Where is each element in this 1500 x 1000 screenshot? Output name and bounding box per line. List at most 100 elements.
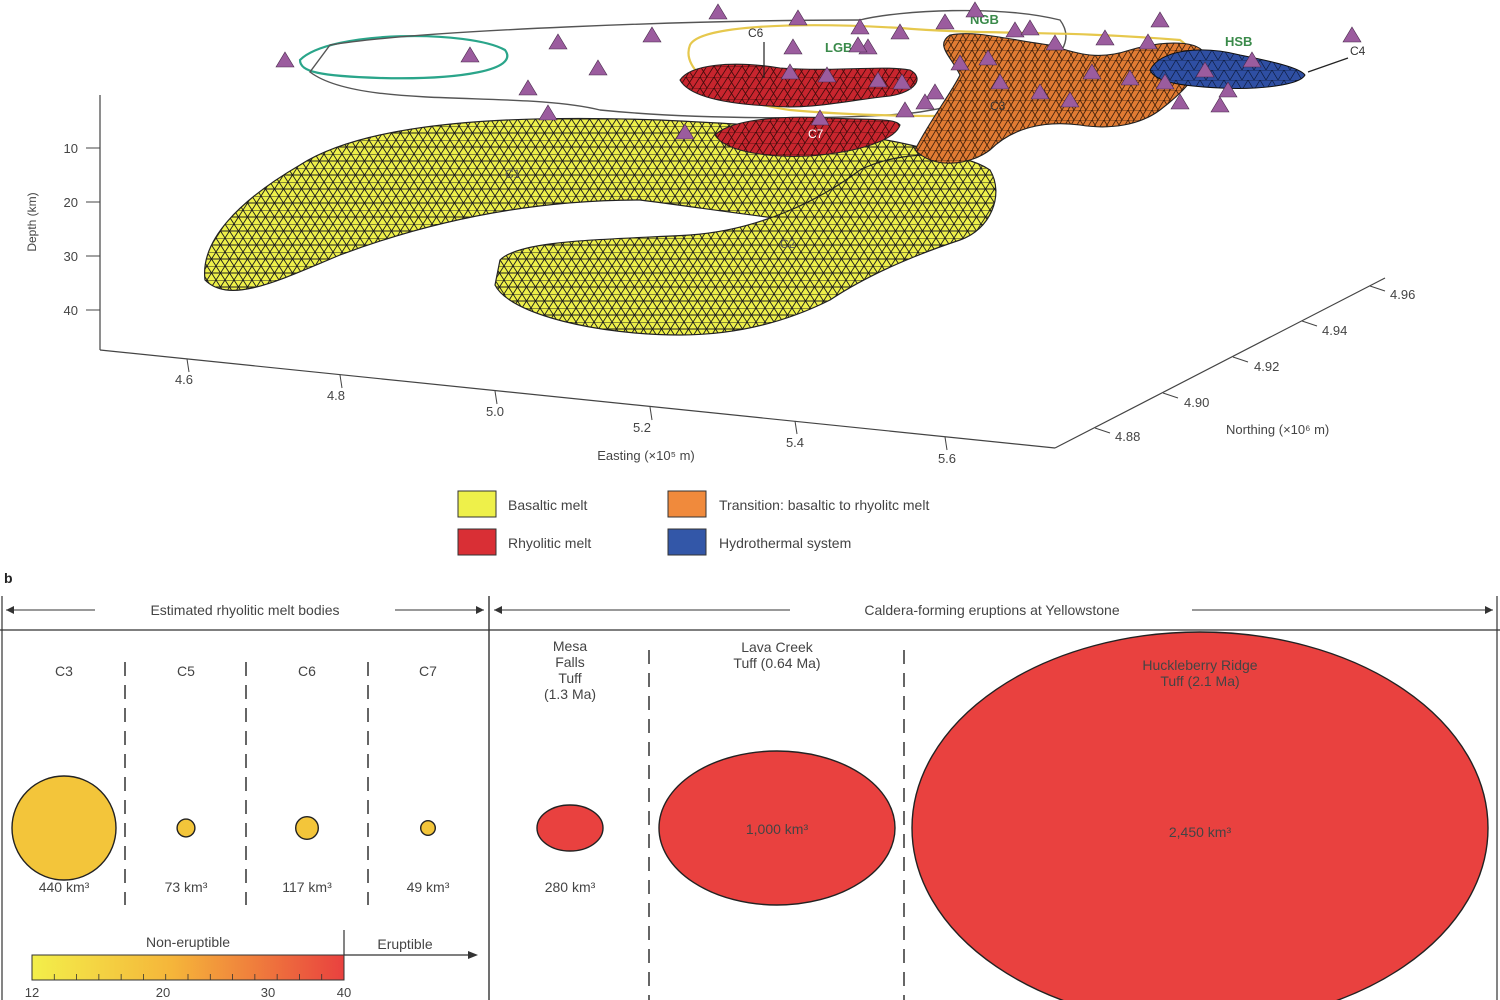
eruption-title-line: Falls <box>555 654 585 670</box>
melt-body-name: C3 <box>55 663 73 679</box>
easting-tick: 5.6 <box>938 451 956 466</box>
panel-a-3d-model: C1 C2 C3 C4 C6 C7 NGB LGB HSB 10 20 30 4… <box>25 1 1415 556</box>
seismic-station-icon <box>1060 91 1080 108</box>
depth-tick: 10 <box>64 141 78 156</box>
c6-label: C6 <box>748 26 764 40</box>
legend-label-basaltic: Basaltic melt <box>508 497 587 513</box>
seismic-station-icon <box>925 83 945 100</box>
eruption-title-line: Huckleberry Ridge <box>1142 657 1257 673</box>
eruption-circle <box>536 804 604 852</box>
northing-axis: 4.88 4.90 4.92 4.94 4.96 Northing (×10⁶ … <box>1054 277 1415 449</box>
melt-body-volume: 73 km³ <box>165 879 208 895</box>
seismic-station-icon <box>1030 83 1050 100</box>
eruption-circle <box>911 631 1489 1000</box>
c4-pointer <box>1307 57 1349 73</box>
easting-tick: 4.8 <box>327 388 345 403</box>
seismic-station-icon <box>990 73 1010 90</box>
seismic-station-icon <box>1120 69 1140 86</box>
seismic-station-icon <box>817 66 837 83</box>
seismic-station-icon <box>1045 34 1065 51</box>
easting-tick: 5.2 <box>633 420 651 435</box>
c7-rhyolitic-body <box>714 116 901 157</box>
northing-tick: 4.90 <box>1184 395 1209 410</box>
melt-body-circle <box>420 820 437 837</box>
easting-axis: 4.6 4.8 5.0 5.2 5.4 5.6 Easting (×10⁵ m) <box>99 349 1056 466</box>
seismic-station-icon <box>1170 93 1190 110</box>
legend-label-hydrothermal: Hydrothermal system <box>719 535 851 551</box>
melt-body-name: C5 <box>177 663 195 679</box>
colorbar-tick: 40 <box>337 985 351 1000</box>
seismic-station-icon <box>1138 33 1158 50</box>
seismic-station-icon <box>915 93 935 110</box>
lgb-label: LGB <box>825 40 852 55</box>
colorbar-right-label: Eruptible <box>377 936 432 952</box>
seismic-station-icon <box>1195 61 1215 78</box>
left-header: Estimated rhyolitic melt bodies <box>150 602 339 618</box>
c4-label: C4 <box>1350 44 1366 58</box>
legend: Basaltic melt Transition: basaltic to rh… <box>457 490 929 556</box>
seismic-station-icon <box>978 49 998 66</box>
melt-body-circle <box>176 818 196 838</box>
melt-body-volume: 440 km³ <box>39 879 90 895</box>
seismic-station-icon <box>642 26 662 43</box>
eruption-title-line: Mesa <box>553 638 587 654</box>
northing-tick: 4.92 <box>1254 359 1279 374</box>
seismic-station-icon <box>548 33 568 50</box>
c2-label: C2 <box>780 237 796 251</box>
northing-tick: 4.88 <box>1115 429 1140 444</box>
eruption-title-line: Lava Creek <box>741 639 814 655</box>
seismic-station-icon <box>1218 81 1238 98</box>
seismic-station-icon <box>1155 73 1175 90</box>
eruption-circle <box>658 750 896 906</box>
eruption-huckleberry-title: Huckleberry Ridge Tuff (2.1 Ma) <box>1142 657 1257 689</box>
right-header: Caldera-forming eruptions at Yellowstone <box>864 602 1119 618</box>
eruptibility-colorbar: Non-eruptible Eruptible 12 20 30 40 <box>25 930 478 1000</box>
seismic-station-icon <box>783 38 803 55</box>
seismic-station-icon <box>890 23 910 40</box>
seismic-station-icon <box>1095 29 1115 46</box>
depth-tick: 30 <box>64 249 78 264</box>
eruption-title-line: Tuff (0.64 Ma) <box>733 655 820 671</box>
panel-b-label: b <box>4 570 13 586</box>
depth-tick: 40 <box>64 303 78 318</box>
seismic-stations <box>275 1 1362 140</box>
colorbar-minor-ticks <box>31 974 345 980</box>
eruption-volume: 2,450 km³ <box>1169 824 1232 840</box>
legend-swatch-basaltic <box>457 490 497 518</box>
depth-tick: 20 <box>64 195 78 210</box>
seismic-station-icon <box>780 63 800 80</box>
eruption-title-line: (1.3 Ma) <box>544 686 596 702</box>
c6-rhyolitic-body <box>679 63 918 108</box>
seismic-station-icon <box>935 13 955 30</box>
easting-axis-label: Easting (×10⁵ m) <box>597 448 695 463</box>
c3-label: C3 <box>990 99 1006 113</box>
melt-body-circle <box>295 816 320 841</box>
eruption-title-line: Tuff (2.1 Ma) <box>1160 673 1239 689</box>
eruption-lava-creek-title: Lava Creek Tuff (0.64 Ma) <box>733 639 820 671</box>
seismic-station-icon <box>1020 19 1040 36</box>
seismic-station-icon <box>868 71 888 88</box>
melt-body-volume: 117 km³ <box>282 879 332 895</box>
melt-body-circle <box>11 775 117 881</box>
caldera-outline-teal <box>298 34 509 80</box>
c2-basaltic-body <box>494 154 997 336</box>
melt-body-volume: 49 km³ <box>407 879 450 895</box>
legend-swatch-transition <box>667 490 707 518</box>
colorbar-tick: 12 <box>25 985 39 1000</box>
seismic-station-icon <box>518 79 538 96</box>
seismic-station-icon <box>895 101 915 118</box>
eruption-volume: 280 km³ <box>545 879 596 895</box>
northing-axis-label: Northing (×10⁶ m) <box>1226 422 1329 437</box>
eruption-title-line: Tuff <box>558 670 581 686</box>
seismic-station-icon <box>788 9 808 26</box>
seismic-station-icon <box>1242 51 1262 68</box>
melt-body-name: C6 <box>298 663 316 679</box>
colorbar-left-label: Non-eruptible <box>146 934 230 950</box>
seismic-station-icon <box>588 59 608 76</box>
seismic-station-icon <box>460 46 480 63</box>
eruption-volume: 1,000 km³ <box>746 821 809 837</box>
melt-body-name: C7 <box>419 663 437 679</box>
seismic-station-icon <box>275 51 295 68</box>
seismic-station-icon <box>1342 26 1362 43</box>
